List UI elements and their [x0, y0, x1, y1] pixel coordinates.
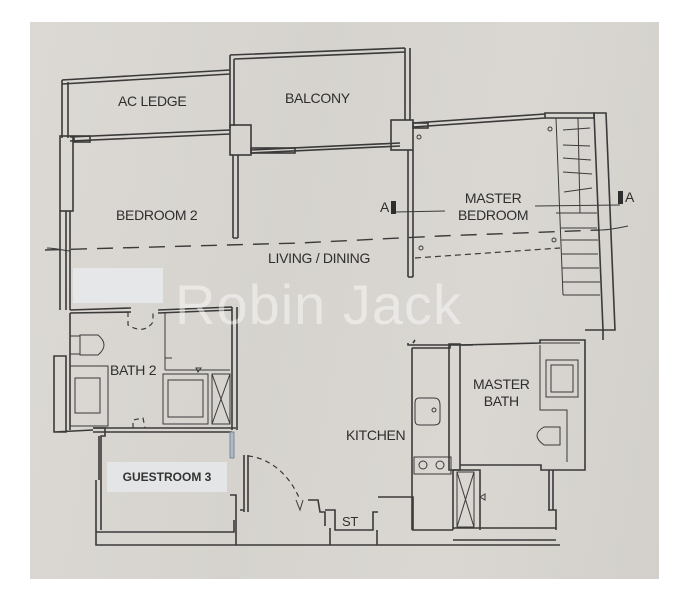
label-master-bedroom-line1: MASTER [464, 190, 522, 206]
redacted-label-patch [73, 268, 163, 303]
watermark: Robin Jack [175, 273, 463, 336]
bath2-door-swing [127, 312, 154, 330]
section-marker-right-label: A [625, 189, 635, 205]
label-balcony: BALCONY [285, 90, 350, 106]
label-kitchen: KITCHEN [346, 427, 406, 443]
store-walls [325, 509, 378, 545]
kitchen-sink [414, 397, 441, 426]
section-marker-left-bar [391, 201, 396, 214]
bedroom2-top-wall [69, 129, 231, 142]
label-master-bath-line1: MASTER [473, 376, 530, 392]
section-marker-right-bar [618, 191, 623, 204]
kitchen-walls [236, 496, 560, 546]
section-marker-left-label: A [380, 199, 390, 215]
label-guestroom-3: GUESTROOM 3 [107, 462, 227, 492]
label-ac-ledge: AC LEDGE [118, 93, 187, 109]
main-door-swing [247, 455, 301, 501]
toilet-bath2 [79, 334, 105, 356]
label-bath-2: BATH 2 [110, 362, 157, 378]
label-master-bedroom-line2: BEDROOM [458, 207, 529, 223]
label-living-dining: LIVING / DINING [268, 250, 371, 266]
label-master-bedroom: MASTER BEDROOM [458, 190, 529, 224]
label-store: ST [342, 514, 359, 529]
wardrobe [555, 117, 600, 296]
guestroom3-walls [93, 427, 237, 546]
bath2-walls [69, 306, 238, 430]
section-dashed-line [44, 229, 601, 251]
ac-ledge-outline [61, 69, 231, 138]
balcony-outline [229, 47, 411, 128]
kitchen-hob [413, 456, 452, 475]
label-master-bath: MASTER BATH [473, 376, 530, 410]
toilet-master-bath [536, 426, 561, 446]
label-bedroom-2: BEDROOM 2 [116, 207, 198, 223]
label-master-bath-line2: BATH [483, 393, 519, 409]
